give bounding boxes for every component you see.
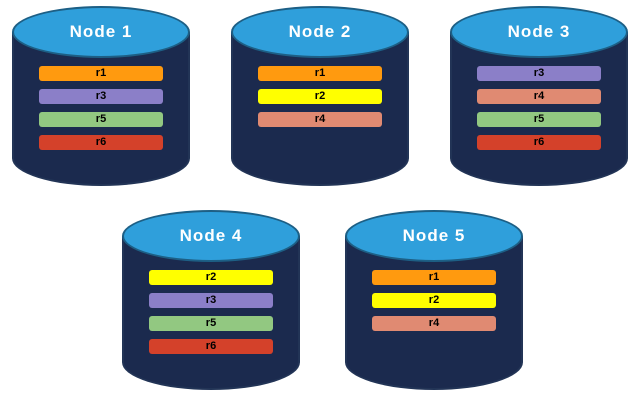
- node-title: Node 1: [69, 22, 133, 41]
- replica-bar[interactable]: r3: [38, 89, 164, 104]
- replica-bar[interactable]: r4: [371, 316, 497, 331]
- node-title: Node 2: [288, 22, 352, 41]
- cylinder-body: [450, 32, 628, 186]
- database-node-2[interactable]: Node 2 r1 r2 r4: [231, 6, 409, 186]
- database-node-3[interactable]: Node 3 r3 r4 r5 r6: [450, 6, 628, 186]
- replica-list: r1 r3 r5 r6: [12, 66, 190, 150]
- cylinder-top-ellipse: [122, 210, 300, 262]
- replica-bar[interactable]: r6: [38, 135, 164, 150]
- node-title: Node 5: [402, 226, 466, 245]
- replica-bar[interactable]: r5: [476, 112, 602, 127]
- replica-bar[interactable]: r1: [371, 270, 497, 285]
- replica-bar[interactable]: r1: [257, 66, 383, 81]
- replica-bar[interactable]: r2: [371, 293, 497, 308]
- replica-list: r2 r3 r5 r6: [122, 270, 300, 354]
- replica-bar[interactable]: r6: [476, 135, 602, 150]
- replica-bar[interactable]: r3: [476, 66, 602, 81]
- database-node-5[interactable]: Node 5 r1 r2 r4: [345, 210, 523, 390]
- replica-list: r3 r4 r5 r6: [450, 66, 628, 150]
- cylinder-top-ellipse: [12, 6, 190, 58]
- database-node-4[interactable]: Node 4 r2 r3 r5 r6: [122, 210, 300, 390]
- replica-bar[interactable]: r4: [257, 112, 383, 127]
- replica-bar[interactable]: r2: [148, 270, 274, 285]
- cylinder-top-ellipse: [345, 210, 523, 262]
- cylinder-top-ellipse: [450, 6, 628, 58]
- database-node-1[interactable]: Node 1 r1 r3 r5 r6: [12, 6, 190, 186]
- replica-list: r1 r2 r4: [345, 270, 523, 331]
- replica-bar[interactable]: r3: [148, 293, 274, 308]
- replica-bar[interactable]: r6: [148, 339, 274, 354]
- replica-bar[interactable]: r1: [38, 66, 164, 81]
- cylinder-top-ellipse: [231, 6, 409, 58]
- node-title: Node 4: [179, 226, 243, 245]
- node-title: Node 3: [507, 22, 571, 41]
- replica-list: r1 r2 r4: [231, 66, 409, 127]
- replica-bar[interactable]: r5: [38, 112, 164, 127]
- replica-bar[interactable]: r2: [257, 89, 383, 104]
- replica-bar[interactable]: r5: [148, 316, 274, 331]
- replica-bar[interactable]: r4: [476, 89, 602, 104]
